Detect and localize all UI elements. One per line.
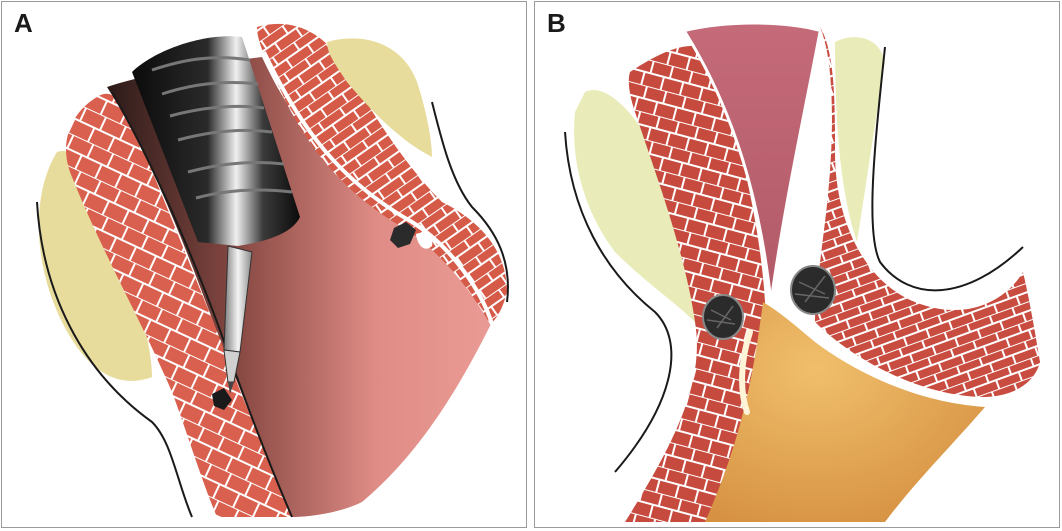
diagram-b [564,24,1040,523]
fat-layer-right [327,38,432,157]
needle-probe-icon [223,245,253,394]
dark-lesion-icon [702,294,744,340]
panel-label-a: A [14,8,33,38]
canal-boundary-left [683,31,773,303]
muscle-wall-left [66,93,292,517]
panel-b: B [534,1,1060,528]
fat-layer-left [38,151,152,381]
canal-boundary-right [769,31,822,303]
outer-outline-left [564,131,673,473]
mucosa-boundary-right [262,51,494,325]
outer-outline-right [431,101,509,303]
fluid-collection [705,302,985,522]
dark-lesion-icon-2 [790,265,836,315]
dark-lesion-icon [390,222,416,248]
fluid-highlight [739,329,753,415]
diagram-a [36,23,509,518]
muscle-wall-right-lower [815,272,1040,397]
mucosa-boundary-left [111,91,293,518]
muscle-wall-right [815,27,1023,361]
lesion-defect [416,232,433,249]
fat-layer-left [574,90,698,322]
outer-outline-right [871,46,1024,292]
fat-layer-right [835,37,885,243]
endoscope-tip-icon [132,36,300,246]
panel-label-b: B [547,8,566,38]
panel-a: A [1,1,527,528]
muscle-wall-left [625,45,766,523]
outer-outline-left [36,201,193,518]
target-lesion [212,388,232,410]
